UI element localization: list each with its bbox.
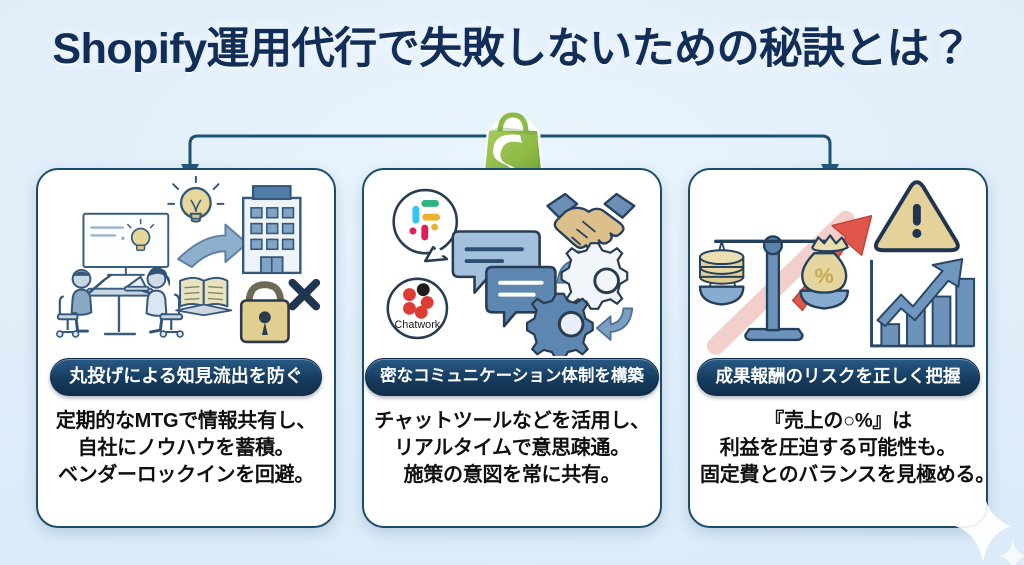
- card-2-body-line-1: チャットツールなどを活用し、: [374, 410, 650, 432]
- lightbulb-icon: [167, 176, 225, 223]
- padlock-with-x-icon: [239, 278, 321, 344]
- gear-light: [560, 242, 629, 310]
- meeting-knowledge-transfer-illustration: [38, 170, 334, 356]
- card-1-body-line-1: 定期的なMTGで情報共有し、: [55, 410, 317, 432]
- card-performance-fee-risk: %: [688, 168, 988, 528]
- sparkle-bottom-right-small: [1000, 540, 1024, 565]
- slack-logo-icon: [392, 188, 459, 263]
- performance-fee-risk-illustration: %: [690, 170, 986, 356]
- balance-scale-icon: %: [698, 234, 850, 342]
- coin-stack-icon: [698, 249, 745, 285]
- gear-dark: [525, 292, 594, 356]
- laptop-person: [123, 267, 184, 338]
- cross-mark: [288, 278, 321, 311]
- card-knowledge-retention: 丸投げによる知見流出を防ぐ 定期的なMTGで情報共有し、 自社にノウハウを蓄積。…: [36, 168, 336, 528]
- open-book-icon: [175, 276, 233, 317]
- card-3-body-line-1: 『売上の○%』は: [764, 410, 912, 432]
- card-2-body: チャットツールなどを活用し、 リアルタイムで意思疎通。 施策の意図を常に共有。: [364, 408, 660, 489]
- card-communication: Chatwork: [362, 168, 662, 528]
- card-2-body-line-3: 施策の意図を常に共有。: [403, 464, 621, 486]
- bar-chart-growth-icon: [870, 258, 976, 348]
- gears-cycle-icon: [525, 242, 634, 356]
- chatwork-label: Chatwork: [394, 319, 440, 331]
- card-3-body-line-3: 固定費とのバランスを見極める。: [700, 464, 988, 486]
- transfer-arrow-icon: [177, 223, 249, 268]
- card-2-body-line-2: リアルタイムで意思疎通。: [394, 437, 630, 459]
- presenter-person: [56, 268, 113, 338]
- card-2-heading-row: 密なコミュニケーション体制を構築: [364, 358, 660, 396]
- card-3-heading-row: 成果報酬のリスクを正しく把握: [690, 358, 986, 396]
- card-2-heading: 密なコミュニケーション体制を構築: [365, 358, 659, 396]
- card-3-body-line-2: 利益を圧迫する可能性も。: [719, 437, 957, 459]
- money-bag-percent-label: %: [815, 263, 834, 288]
- meeting-table: [86, 287, 154, 336]
- communication-tools-illustration: Chatwork: [364, 170, 660, 356]
- handshake-icon: [546, 192, 636, 250]
- money-bag-percent-icon: %: [801, 234, 849, 294]
- card-1-body: 定期的なMTGで情報共有し、 自社にノウハウを蓄積。 ベンダーロックインを回避。: [38, 408, 334, 489]
- card-1-body-line-2: 自社にノウハウを蓄積。: [77, 437, 295, 459]
- chatwork-logo-icon: Chatwork: [386, 277, 449, 340]
- whiteboard-with-lightbulb: [82, 212, 170, 276]
- card-1-body-line-3: ベンダーロックインを回避。: [57, 464, 315, 486]
- card-1-heading: 丸投げによる知見流出を防ぐ: [50, 358, 322, 396]
- card-1-illustration-svg: [56, 176, 321, 344]
- warning-triangle-icon: [873, 180, 960, 253]
- card-1-heading-row: 丸投げによる知見流出を防ぐ: [38, 358, 334, 396]
- card-3-illustration-svg: %: [698, 180, 976, 355]
- card-3-heading: 成果報酬のリスクを正しく把握: [696, 358, 980, 396]
- card-2-illustration-svg: Chatwork: [386, 188, 636, 356]
- speech-bubble-icon: [451, 230, 541, 294]
- page-title-container: Shopify運用代行で失敗しないための秘訣とは？: [0, 22, 1024, 76]
- page-title: Shopify運用代行で失敗しないための秘訣とは？: [52, 25, 972, 73]
- office-building-icon: [241, 185, 302, 275]
- card-3-body: 『売上の○%』は 利益を圧迫する可能性も。 固定費とのバランスを見極める。: [690, 408, 986, 489]
